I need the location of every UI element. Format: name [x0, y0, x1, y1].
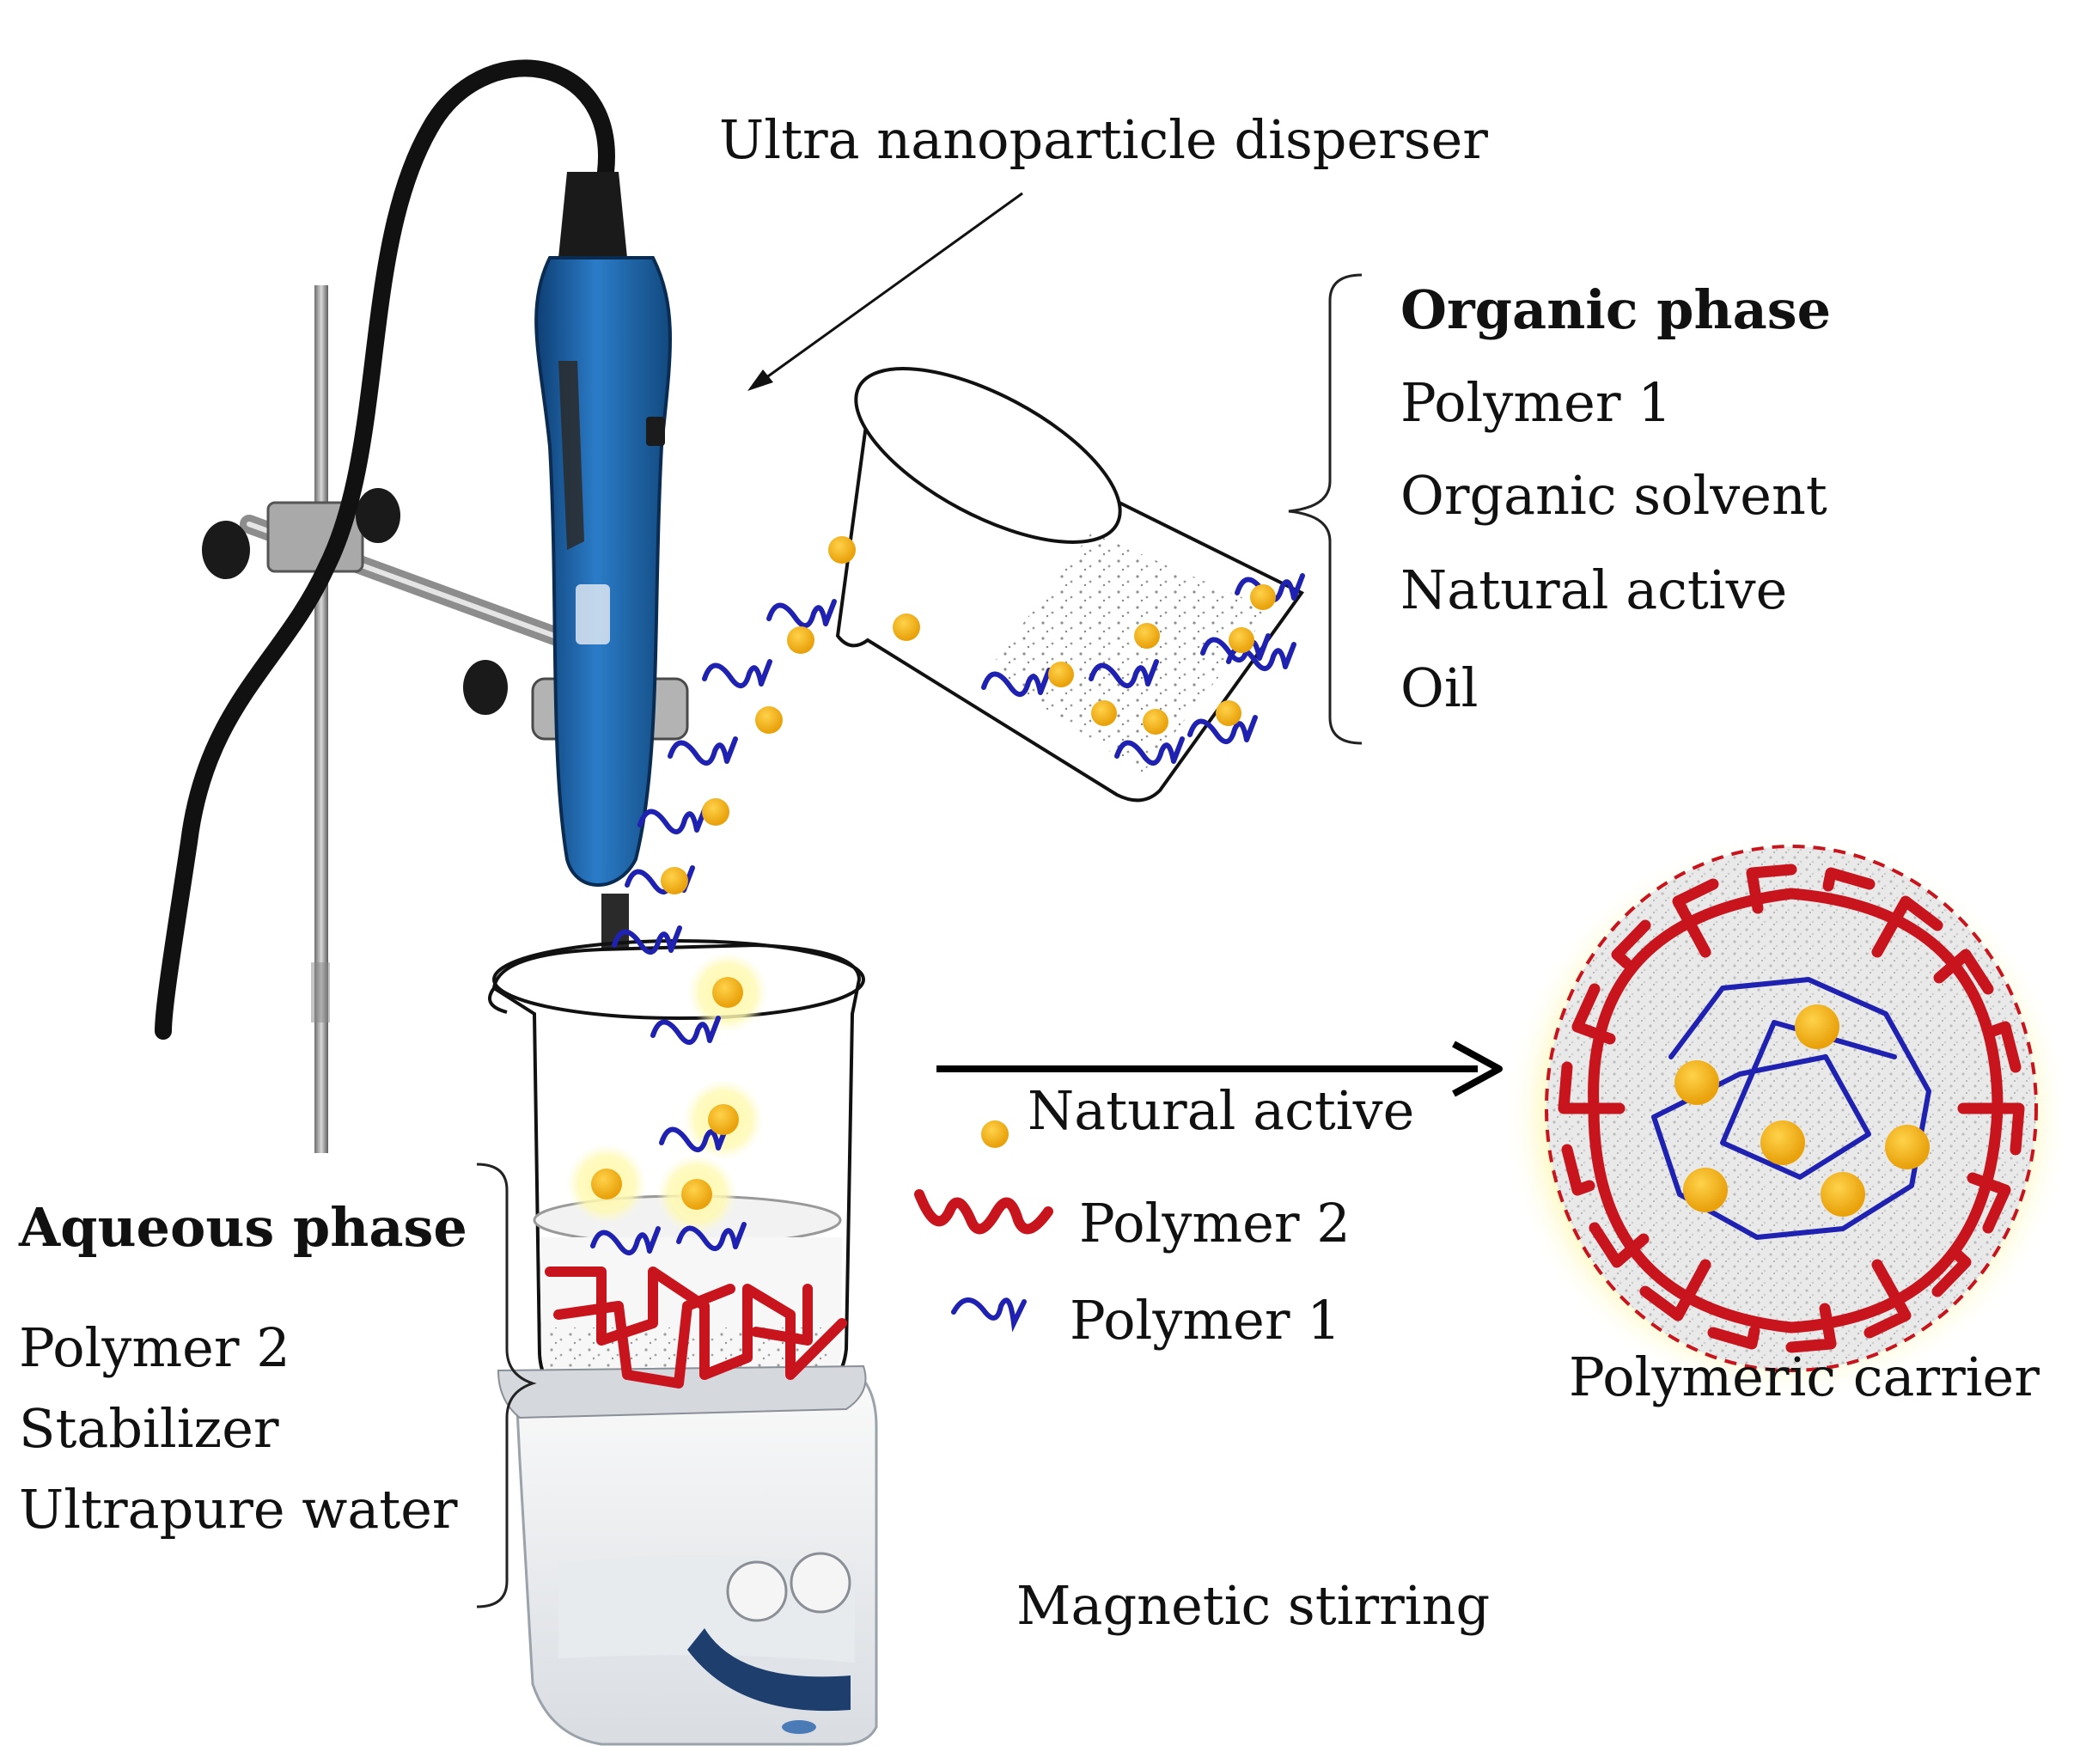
aqueous-item: Polymer 2	[19, 1316, 290, 1379]
polymer1-chain	[702, 659, 772, 688]
polymer1-chain	[668, 736, 738, 766]
aqueous-item: Stabilizer	[19, 1397, 279, 1460]
active-particle	[787, 626, 814, 654]
active-particle	[708, 1104, 739, 1135]
magnetic-stirrer-icon	[497, 1364, 878, 1746]
carrier-active-particle	[1821, 1172, 1865, 1217]
active-particle	[712, 977, 743, 1008]
active-particle	[1091, 700, 1117, 726]
organic-item: Polymer 1	[1400, 371, 1672, 434]
legend-polymer1-label: Polymer 1	[1070, 1289, 1341, 1352]
active-particle	[681, 1179, 712, 1210]
active-particles	[591, 536, 1276, 1210]
polymer1-chain	[1200, 633, 1271, 662]
polymer-chains	[590, 573, 1305, 1255]
polymeric-carrier-icon	[1504, 833, 2071, 1401]
organic-brace	[1288, 273, 1363, 745]
cable-icon	[155, 59, 615, 1040]
active-particle	[1048, 662, 1074, 687]
polymer1-chain	[612, 925, 682, 955]
legend-polymer2-label: Polymer 2	[1079, 1192, 1351, 1254]
legend-active-icon	[981, 1120, 1009, 1148]
carrier-label: Polymeric carrier	[1569, 1346, 2040, 1408]
carrier-active-particle	[1885, 1125, 1930, 1169]
active-particle	[661, 867, 688, 894]
aqueous-item: Ultrapure water	[19, 1478, 458, 1541]
active-particle	[828, 536, 856, 564]
organic-item: Organic solvent	[1400, 464, 1827, 527]
active-particle	[1250, 584, 1276, 610]
polymer1-chain	[1187, 715, 1258, 744]
polymer1-chain	[981, 668, 1052, 697]
polymer1-chain	[637, 805, 708, 834]
carrier-active-particle	[1760, 1120, 1805, 1165]
legend-active-label: Natural active	[1028, 1079, 1415, 1142]
active-particle	[1216, 700, 1241, 726]
polymer1-chain	[659, 1123, 729, 1152]
carrier-active-particle	[1674, 1060, 1719, 1105]
polymer1-chain	[650, 1016, 721, 1045]
active-particle	[1229, 627, 1254, 653]
legend-polymer2-icon	[914, 1189, 1053, 1235]
active-particle	[893, 613, 920, 641]
beaker-polymer2	[545, 1267, 847, 1389]
polymer1-chain	[1114, 736, 1185, 766]
polymer1-chain	[766, 599, 837, 628]
aqueous-brace	[476, 1163, 537, 1608]
active-particle	[702, 798, 729, 826]
active-particle	[1143, 709, 1168, 735]
organic-phase-title: Organic phase	[1400, 278, 1832, 341]
aqueous-phase-title: Aqueous phase	[19, 1196, 467, 1259]
legend-polymer1-icon	[951, 1297, 1027, 1333]
active-particle	[755, 706, 783, 734]
polymer1-chain	[676, 1222, 747, 1251]
active-particle	[1134, 623, 1160, 649]
organic-item: Natural active	[1400, 558, 1788, 621]
active-particle	[591, 1169, 622, 1199]
stirring-label: Magnetic stirring	[1016, 1574, 1491, 1637]
pointer-arrow	[747, 192, 1023, 391]
pouring-beaker-icon	[835, 367, 1304, 803]
organic-item: Oil	[1400, 656, 1479, 719]
carrier-active-particle	[1683, 1168, 1728, 1212]
disperser-label: Ultra nanoparticle disperser	[719, 108, 1488, 171]
polymer1-chain	[1089, 659, 1159, 688]
carrier-active-particle	[1795, 1004, 1839, 1049]
polymer1-chain	[590, 1226, 661, 1255]
process-arrow	[936, 1041, 1503, 1097]
